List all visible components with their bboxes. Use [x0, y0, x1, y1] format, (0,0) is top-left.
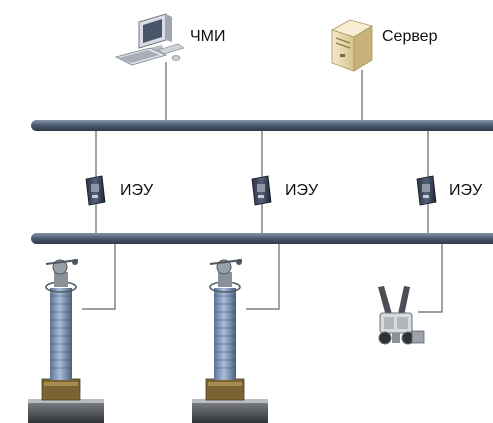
- ied-label-2: ИЭУ: [285, 182, 319, 199]
- current-transformer-icon: [28, 259, 104, 423]
- desktop-computer-icon: [114, 13, 185, 66]
- station-bus: [31, 120, 493, 131]
- server-tower-icon: [330, 19, 373, 72]
- equipment-3-connector: [418, 244, 443, 313]
- ied-label-3: ИЭУ: [449, 182, 483, 199]
- process-bus: [31, 233, 493, 244]
- hmi-label: ЧМИ: [190, 28, 226, 45]
- ied-label-1: ИЭУ: [120, 182, 154, 199]
- current-transformer-icon: [192, 259, 268, 423]
- disconnector-switch-icon: [378, 286, 425, 345]
- ied-device-icon: [85, 175, 106, 206]
- equipment-1-connector: [82, 244, 116, 310]
- connector-lines: [82, 62, 443, 313]
- ied-device-icon: [251, 175, 272, 206]
- equipment-2-connector: [246, 244, 280, 310]
- ied-device-icon: [416, 175, 437, 206]
- server-label: Сервер: [382, 28, 438, 45]
